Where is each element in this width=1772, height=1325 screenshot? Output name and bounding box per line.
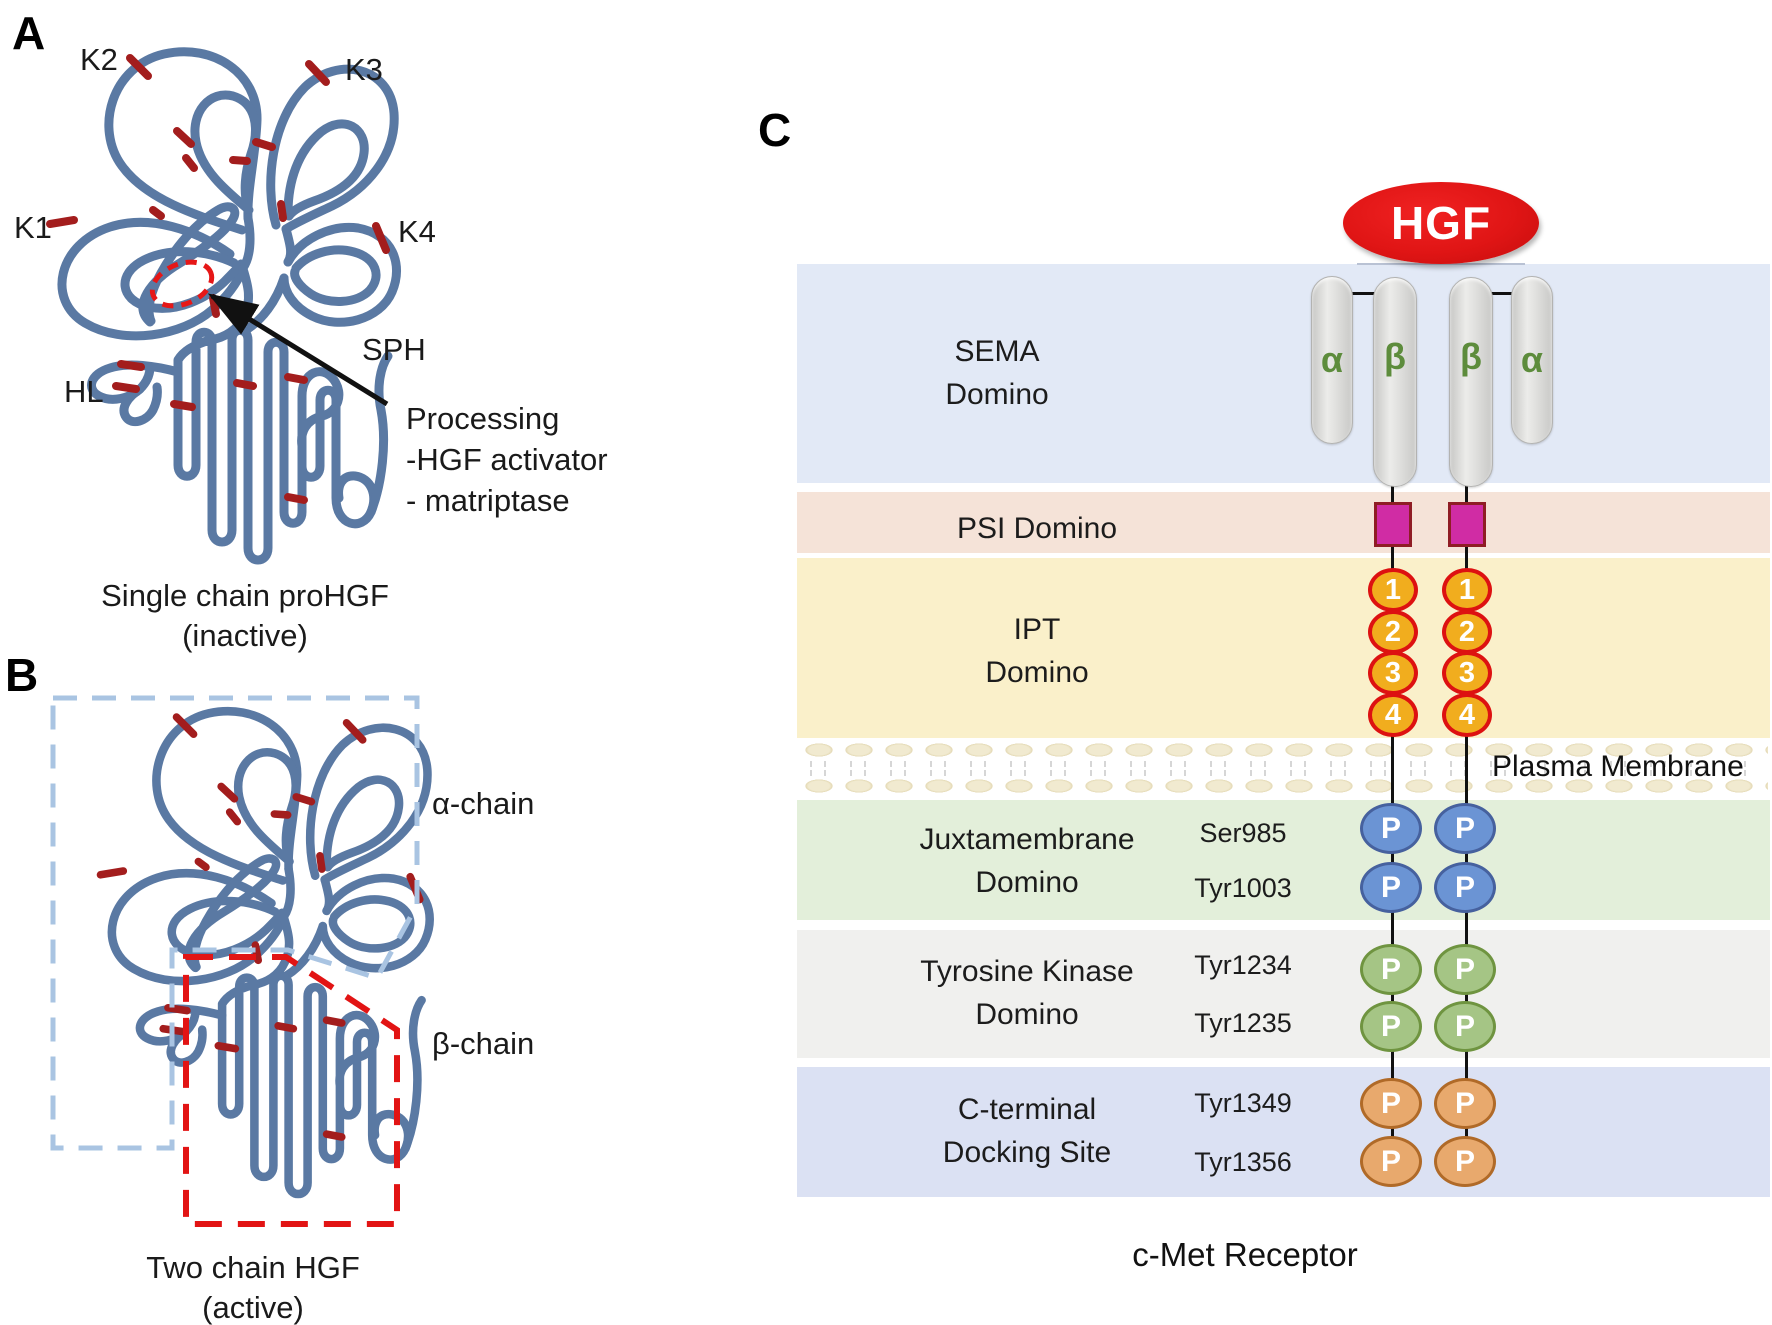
phospho-tyr1349-right: P [1434,1078,1496,1129]
panel-b-caption-line1: Two chain HGF [146,1250,360,1285]
band-plasma-membrane [797,738,1770,800]
band-psi [797,492,1770,553]
residue-tyr1349: Tyr1349 [1194,1088,1292,1118]
hl-label: HL [64,374,104,409]
alpha-chain-label: α-chain [432,786,535,821]
phospho-tyr1356-left: P [1360,1136,1422,1187]
hgf-ligand-ellipse: HGF [1343,182,1539,264]
sph-label: SPH [362,332,426,367]
panel-b-caption-line2: (active) [202,1290,304,1325]
c-terminal-band-label: C-terminal Docking Site [797,1088,1257,1174]
panel-b-hgf-squiggle [50,695,430,1227]
psi-domain-left [1374,502,1412,547]
lipid-head-row-bottom [799,776,1768,796]
sema-label-line1: SEMA [954,335,1040,368]
ipt-3-left: 3 [1368,651,1418,695]
processing-line-2: -HGF activator [406,442,608,477]
prohgf-structure-drawing [0,0,680,1227]
phospho-ser985-right: P [1434,803,1496,854]
residue-tyr1003: Tyr1003 [1194,873,1292,903]
alpha-chain-dashed-outline [50,695,420,1151]
beta-subunit-right-label: β [1460,336,1482,377]
alpha-subunit-right-label: α [1520,339,1544,380]
panel-a-caption-line2: (inactive) [182,618,308,653]
beta-subunit-right: β [1449,277,1493,487]
tyrosine-kinase-band-label: Tyrosine Kinase Domino [797,950,1257,1036]
residue-tyr1235: Tyr1235 [1194,1008,1292,1038]
beta-chain-label: β-chain [432,1026,535,1061]
ipt-label-line2: Domino [985,656,1089,689]
ipt-1-right: 1 [1442,568,1492,612]
ipt-3-right: 3 [1442,651,1492,695]
processing-annotation: Processing -HGF activator - matriptase [406,398,608,521]
tyrosine-kinase-label-line2: Domino [975,998,1079,1031]
psi-band-label: PSI Domino [837,507,1237,550]
alpha-subunit-right: α [1511,276,1553,444]
band-c-terminal [797,1067,1770,1197]
phospho-tyr1234-right: P [1434,944,1496,995]
juxtamembrane-band-label: Juxtamembrane Domino [797,818,1257,904]
kringle-k4-label: K4 [398,214,436,249]
cell-surface-line [1357,263,1525,265]
ipt-4-left: 4 [1368,693,1418,737]
band-juxtamembrane [797,800,1770,920]
beta-subunit-left-label: β [1384,336,1406,377]
band-sema [797,264,1770,483]
processing-arrow [207,293,389,407]
panel-c-label: C [758,104,792,156]
ipt-label-line1: IPT [1013,613,1061,646]
tyrosine-kinase-label-line1: Tyrosine Kinase [920,955,1134,988]
juxtamembrane-label-line1: Juxtamembrane [919,823,1135,856]
residue-tyr1356: Tyr1356 [1194,1147,1292,1177]
panel-a-caption-line1: Single chain proHGF [101,578,389,613]
kringle-k2-label: K2 [80,42,118,77]
processing-line-1: Processing [406,401,560,436]
phospho-tyr1235-left: P [1360,1001,1422,1052]
lipid-head-row-top [799,740,1768,760]
beta-subunit-left: β [1373,277,1417,487]
phospho-tyr1003-right: P [1434,862,1496,913]
ipt-band-label: IPT Domino [837,608,1237,694]
panel-b-label: B [5,649,39,701]
c-terminal-label-line2: Docking Site [942,1136,1112,1169]
panel-a-prohgf-squiggle [50,52,397,560]
lipid-tails-lower [799,770,1768,776]
phospho-ser985-left: P [1360,803,1422,854]
phospho-tyr1349-left: P [1360,1078,1422,1129]
sema-band-label: SEMA Domino [797,330,1197,416]
ipt-1-left: 1 [1368,568,1418,612]
lipid-tails-upper [799,761,1768,767]
residue-ser985: Ser985 [1199,818,1287,848]
ipt-4-right: 4 [1442,693,1492,737]
alpha-subunit-left: α [1311,276,1353,444]
phospho-tyr1235-right: P [1434,1001,1496,1052]
band-ipt [797,558,1770,738]
cleavage-site-dashed-ellipse [149,259,215,309]
psi-domain-right [1448,502,1486,547]
kringle-k3-label: K3 [345,52,383,87]
phospho-tyr1234-left: P [1360,944,1422,995]
juxtamembrane-label-line2: Domino [975,866,1079,899]
ipt-2-left: 2 [1368,610,1418,654]
alpha-beta-tie-right [1487,292,1513,295]
processing-line-3: - matriptase [406,483,570,518]
band-tyrosine-kinase [797,930,1770,1058]
c-terminal-label-line1: C-terminal [957,1093,1097,1126]
alpha-subunit-left-label: α [1320,339,1344,380]
hgf-ligand-label: HGF [1390,197,1492,249]
psi-label-line1: PSI Domino [956,512,1118,545]
kringle-k1-label: K1 [14,210,52,245]
sema-label-line2: Domino [945,378,1049,411]
panel-a-label: A [12,7,46,59]
plasma-membrane-label: Plasma Membrane [1492,750,1744,783]
ipt-2-right: 2 [1442,610,1492,654]
alpha-beta-tie-left [1349,292,1375,295]
receptor-title: c-Met Receptor [1132,1236,1358,1273]
phospho-tyr1356-right: P [1434,1136,1496,1187]
residue-tyr1234: Tyr1234 [1194,950,1292,980]
phospho-tyr1003-left: P [1360,862,1422,913]
